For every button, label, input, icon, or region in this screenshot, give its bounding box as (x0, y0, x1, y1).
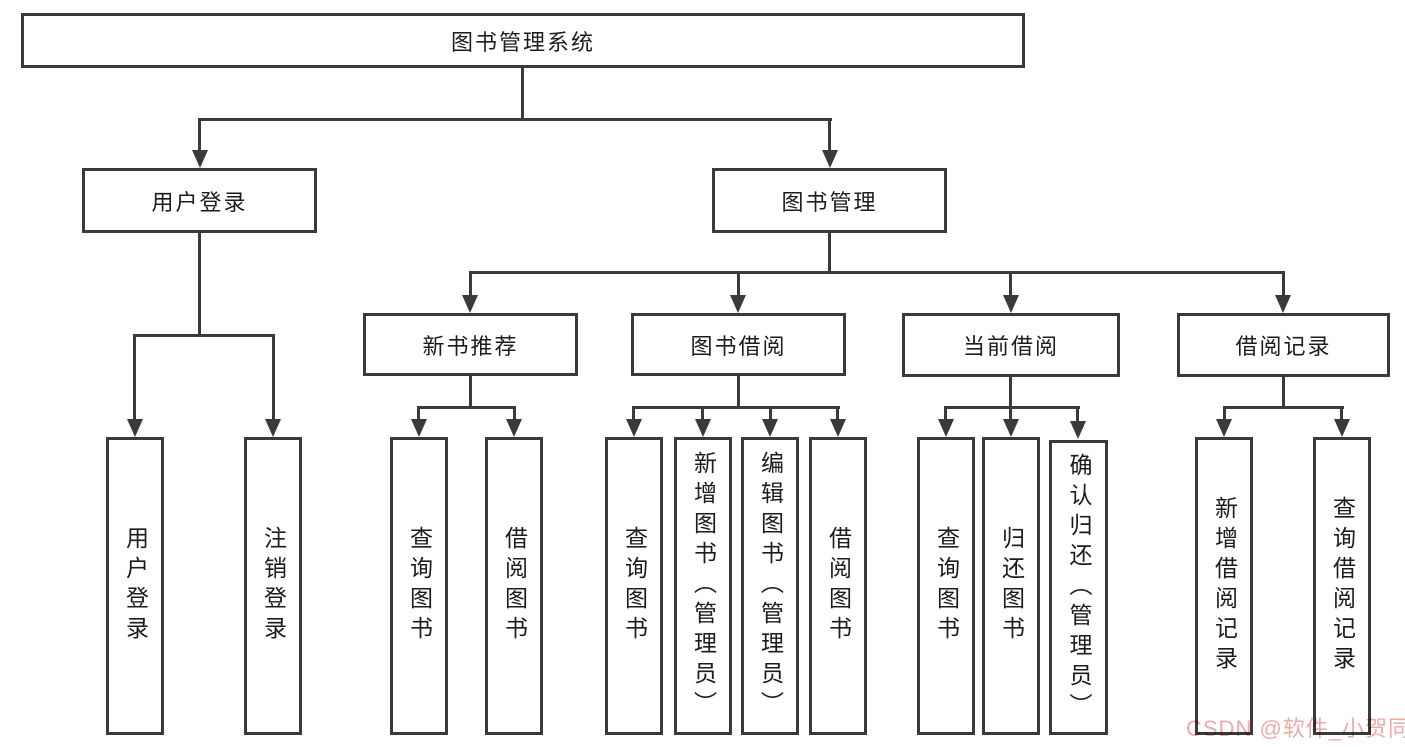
arrow-down-icon (411, 419, 427, 437)
node-root: 图书管理系统 (21, 13, 1025, 68)
connector-segment (769, 406, 772, 421)
arrow-down-icon (462, 295, 478, 313)
node-label: 新增借阅记录 (1211, 496, 1238, 676)
connector-segment (632, 406, 635, 421)
node-borrow-records: 借阅记录 (1177, 313, 1390, 377)
arrow-down-icon (1003, 419, 1019, 437)
connector-segment (828, 118, 831, 152)
arrow-down-icon (506, 419, 522, 437)
node-label: 借阅图书 (501, 526, 528, 646)
node-book-borrow: 图书借阅 (631, 313, 846, 376)
arrow-down-icon (265, 419, 281, 437)
connector-segment (701, 406, 704, 421)
connector-segment (513, 406, 516, 421)
connector-segment (1009, 406, 1012, 421)
node-label: 查询图书 (933, 526, 960, 646)
arrow-down-icon (762, 419, 778, 437)
connector-segment (1282, 271, 1285, 297)
leaf-bb-add-books-admin: 新增图书（管理员） (674, 437, 732, 735)
leaf-logout: 注销登录 (244, 437, 302, 735)
arrow-down-icon (127, 419, 143, 437)
connector-segment (1076, 406, 1079, 421)
connector-segment (1223, 406, 1344, 409)
node-label: 当前借阅 (962, 334, 1059, 359)
arrow-down-icon (695, 419, 711, 437)
connector-segment (1009, 377, 1012, 409)
connector-segment (133, 334, 136, 420)
leaf-cb-query-books: 查询图书 (917, 437, 975, 735)
connector-segment (1282, 377, 1285, 409)
arrow-down-icon (192, 150, 208, 168)
node-label: 查询图书 (406, 526, 433, 646)
node-label: 图书管理系统 (450, 29, 595, 55)
node-label: 借阅记录 (1235, 334, 1332, 359)
node-label: 用户登录 (151, 189, 248, 215)
leaf-nbr-borrow-books: 借阅图书 (485, 437, 543, 735)
connector-segment (828, 233, 831, 274)
node-label: 新书推荐 (422, 333, 519, 359)
connector-segment (469, 271, 1283, 274)
connector-segment (632, 406, 840, 409)
arrow-down-icon (1275, 295, 1291, 313)
leaf-user-login: 用户登录 (106, 437, 164, 735)
node-label: 借阅图书 (825, 526, 852, 646)
connector-segment (944, 406, 947, 421)
arrow-down-icon (822, 150, 838, 168)
watermark: CSDN @软件_小贺同学 (1186, 716, 1405, 741)
arrow-down-icon (1070, 421, 1086, 439)
leaf-br-query-record: 查询借阅记录 (1313, 437, 1371, 735)
node-book-mgmt: 图书管理 (712, 168, 947, 233)
node-label: 新增图书（管理员） (690, 451, 717, 721)
node-label: 编辑图书（管理员） (757, 451, 784, 721)
arrow-down-icon (938, 419, 954, 437)
arrow-down-icon (626, 419, 642, 437)
node-new-book-rec: 新书推荐 (363, 313, 578, 376)
connector-segment (133, 334, 275, 337)
node-label: 确认归还（管理员） (1066, 452, 1092, 723)
leaf-bb-edit-books-admin: 编辑图书（管理员） (741, 437, 799, 735)
connector-segment (417, 406, 516, 409)
arrow-down-icon (1334, 419, 1350, 437)
leaf-cb-return-books: 归还图书 (982, 437, 1040, 735)
arrow-down-icon (830, 419, 846, 437)
node-label: 查询借阅记录 (1329, 496, 1356, 676)
connector-segment (521, 68, 524, 121)
leaf-bb-query-books: 查询图书 (605, 437, 663, 735)
connector-segment (417, 406, 420, 421)
leaf-br-add-record: 新增借阅记录 (1195, 437, 1253, 735)
leaf-cb-confirm-return-admin: 确认归还（管理员） (1049, 440, 1108, 735)
node-label: 用户登录 (122, 526, 149, 646)
connector-segment (1223, 406, 1226, 421)
connector-segment (272, 334, 275, 420)
node-current-borrow: 当前借阅 (902, 313, 1120, 377)
connector-segment (1009, 271, 1012, 297)
node-user-login: 用户登录 (82, 168, 317, 233)
arrow-down-icon (730, 295, 746, 313)
node-label: 注销登录 (260, 526, 287, 646)
arrow-down-icon (1003, 295, 1019, 313)
connector-segment (1340, 406, 1343, 421)
connector-segment (737, 271, 740, 297)
leaf-nbr-query-books: 查询图书 (390, 437, 448, 735)
connector-segment (198, 118, 201, 152)
node-label: 图书借阅 (690, 333, 787, 359)
connector-segment (198, 118, 832, 121)
node-label: 查询图书 (621, 526, 648, 646)
arrow-down-icon (1216, 419, 1232, 437)
connector-segment (469, 271, 472, 297)
connector-segment (469, 376, 472, 409)
connector-segment (737, 376, 740, 409)
connector-segment (944, 406, 1080, 409)
node-label: 图书管理 (781, 189, 878, 215)
connector-segment (836, 406, 839, 421)
leaf-bb-borrow-books: 借阅图书 (809, 437, 867, 735)
connector-segment (198, 233, 201, 337)
node-label: 归还图书 (998, 526, 1025, 646)
